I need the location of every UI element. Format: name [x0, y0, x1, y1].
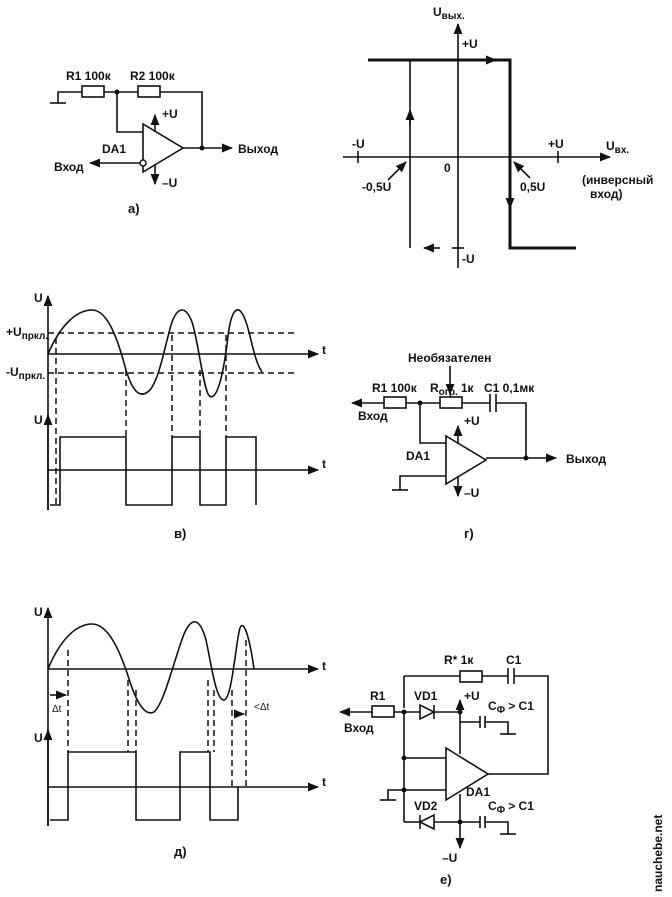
fig-a-output-label: Выход	[238, 142, 278, 156]
fig-g-c1-label: C1 0,1мк	[484, 381, 535, 395]
fig-a-r2-resistor	[137, 85, 161, 98]
fig-d-square-wave	[50, 751, 239, 821]
fig-e-c1-label: C1	[506, 653, 522, 667]
fig-d-dt-less-label: <Δt	[254, 702, 270, 713]
fig-b-threshold-pos: 0,5U	[520, 180, 545, 194]
fig-g-rlim-resistor	[439, 396, 463, 409]
fig-b-loop-outer	[368, 58, 576, 250]
fig-a-opamp	[142, 122, 185, 174]
fig-g-optional-label: Необязателен	[408, 351, 491, 365]
fig-v-square-wave	[50, 436, 257, 506]
fig-e-minus-label: –U	[442, 851, 457, 865]
fig-g-plus-label: +U	[464, 414, 480, 428]
fig-v-t-label: t	[322, 343, 326, 357]
fig-a-opamp-label: DA1	[102, 142, 126, 156]
fig-d-caption: д)	[174, 844, 187, 859]
watermark: nauchebe.net	[651, 815, 665, 892]
fig-g-r1-label: R1 100к	[372, 381, 418, 395]
fig-v-u-plus: +Uпркл.	[6, 325, 48, 342]
fig-v-timing-diagram: U +Uпркл. -Uпркл. t U t в)	[6, 291, 326, 541]
fig-e-r1-label: R1	[370, 689, 386, 703]
fig-e-opamp-label: DA1	[466, 785, 490, 799]
fig-g-rlim-label: Rогр.1к	[430, 381, 475, 398]
fig-e-rstar-label: R* 1к	[444, 653, 474, 667]
fig-d-sine-wave	[47, 621, 255, 714]
fig-v-caption: в)	[174, 526, 186, 541]
fig-b-hysteresis-curve: Uвых. Uвх. +U -U -U +U 0 -0,5U 0,5U (инв…	[343, 5, 653, 268]
fig-b-y-label: Uвых.	[433, 5, 465, 22]
fig-b-plus-u-top: +U	[462, 37, 478, 51]
fig-a-ground-wire	[57, 91, 82, 103]
fig-v-sine-wave	[47, 309, 263, 398]
fig-e-plus-label: +U	[464, 689, 480, 703]
fig-d-dt-label: Δt	[52, 704, 62, 715]
fig-b-note-2: вход)	[590, 187, 623, 201]
fig-d-timing-diagram: U t Δt <Δt U t д)	[34, 605, 326, 859]
fig-a-minus-label: –U	[162, 176, 177, 190]
fig-e-opamp	[445, 746, 490, 802]
fig-e-cf-top-label: CФ> C1	[488, 699, 534, 716]
fig-g-r1-resistor	[383, 396, 407, 409]
fig-b-zero: 0	[444, 161, 451, 175]
fig-g-opamp	[445, 434, 488, 486]
fig-v-t2-label: t	[322, 457, 326, 471]
fig-g-minus-label: –U	[464, 486, 479, 500]
fig-e-rstar-resistor	[459, 670, 483, 683]
fig-g-caption: г)	[464, 526, 474, 541]
fig-a-plus-label: +U	[162, 107, 178, 121]
fig-d-t2-label: t	[322, 775, 326, 789]
fig-e-vd1-diode	[419, 703, 436, 721]
fig-b-x-label: Uвх.	[606, 139, 629, 156]
fig-e-r1-resistor	[371, 705, 395, 718]
fig-e-vd2-diode	[418, 813, 435, 831]
fig-g-opamp-label: DA1	[406, 449, 430, 463]
fig-g-input-label: Вход	[358, 409, 388, 423]
fig-e-input-label: Вход	[344, 721, 374, 735]
fig-e-cf-bot-label: CФ> C1	[488, 799, 534, 816]
fig-g-output-label: Выход	[566, 452, 606, 466]
fig-g-circuit: Необязателен R1 100к Rогр.1к C1 0,1мк Вх…	[350, 351, 606, 541]
fig-a-inverting-comparator: R1 100к R2 100к DA1 +U –U Вход Выход а)	[50, 69, 278, 216]
fig-v-u-label: U	[34, 291, 43, 305]
fig-a-r1-label: R1 100к	[66, 69, 112, 83]
fig-e-circuit: R* 1к C1 R1 VD1 +U CФ> C1 Вход DA1 VD2 C…	[338, 653, 549, 887]
fig-b-minus-u-left: -U	[352, 137, 365, 151]
fig-b-plus-u-right: +U	[548, 137, 564, 151]
fig-b-minus-u-bottom: -U	[462, 252, 475, 266]
fig-a-r1-resistor	[81, 85, 105, 98]
fig-a-inverting-input	[139, 159, 147, 167]
fig-e-vd2-label: VD2	[414, 799, 438, 813]
fig-a-caption: а)	[128, 201, 140, 216]
fig-e-vd1-label: VD1	[414, 689, 438, 703]
fig-b-note-1: (инверсный	[582, 173, 653, 187]
fig-v-u2-label: U	[34, 413, 43, 427]
fig-d-u2-label: U	[34, 731, 43, 745]
fig-a-r2-label: R2 100к	[130, 69, 176, 83]
fig-b-threshold-neg: -0,5U	[362, 180, 391, 194]
fig-d-t-label: t	[322, 659, 326, 673]
fig-v-u-minus: -Uпркл.	[6, 365, 45, 382]
fig-e-caption: е)	[440, 872, 452, 887]
fig-d-u-label: U	[34, 605, 43, 619]
fig-a-input-label: Вход	[54, 160, 84, 174]
